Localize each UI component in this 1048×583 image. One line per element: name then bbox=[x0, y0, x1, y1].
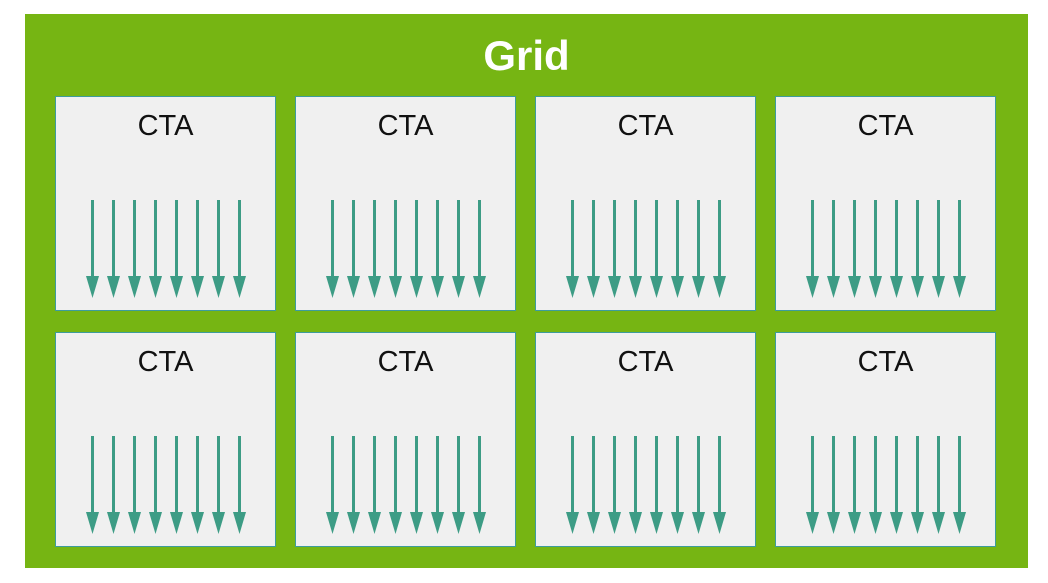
thread-down-arrow-icon bbox=[190, 436, 204, 534]
thread-down-arrow-icon bbox=[826, 200, 840, 298]
thread-arrow-group bbox=[776, 434, 995, 534]
thread-down-arrow-icon bbox=[868, 200, 882, 298]
thread-down-arrow-icon bbox=[910, 436, 924, 534]
thread-arrow-group bbox=[536, 434, 755, 534]
cta-block[interactable]: CTA bbox=[775, 96, 996, 311]
thread-down-arrow-icon bbox=[889, 436, 903, 534]
thread-down-arrow-icon bbox=[952, 200, 966, 298]
thread-down-arrow-icon bbox=[346, 200, 360, 298]
thread-down-arrow-icon bbox=[889, 200, 903, 298]
thread-down-arrow-icon bbox=[169, 436, 183, 534]
cta-block[interactable]: CTA bbox=[295, 96, 516, 311]
thread-down-arrow-icon bbox=[910, 200, 924, 298]
thread-arrow-group bbox=[536, 198, 755, 298]
thread-down-arrow-icon bbox=[127, 200, 141, 298]
thread-down-arrow-icon bbox=[628, 200, 642, 298]
thread-down-arrow-icon bbox=[712, 436, 726, 534]
cta-block[interactable]: CTA bbox=[55, 332, 276, 547]
thread-down-arrow-icon bbox=[565, 436, 579, 534]
cta-row-bottom: CTA CTA CTA CTA bbox=[55, 332, 996, 547]
thread-down-arrow-icon bbox=[607, 200, 621, 298]
thread-down-arrow-icon bbox=[712, 200, 726, 298]
thread-down-arrow-icon bbox=[472, 200, 486, 298]
thread-down-arrow-icon bbox=[649, 200, 663, 298]
thread-arrow-group bbox=[296, 434, 515, 534]
thread-down-arrow-icon bbox=[409, 436, 423, 534]
grid-panel: Grid CTA CTA CTA CTA CTA CTA CTA CTA bbox=[25, 14, 1028, 568]
thread-down-arrow-icon bbox=[952, 436, 966, 534]
thread-down-arrow-icon bbox=[451, 200, 465, 298]
thread-down-arrow-icon bbox=[106, 200, 120, 298]
thread-down-arrow-icon bbox=[211, 200, 225, 298]
thread-down-arrow-icon bbox=[388, 436, 402, 534]
cta-block-label: CTA bbox=[857, 110, 914, 142]
thread-down-arrow-icon bbox=[148, 200, 162, 298]
cta-block[interactable]: CTA bbox=[295, 332, 516, 547]
cta-block[interactable]: CTA bbox=[535, 332, 756, 547]
thread-down-arrow-icon bbox=[85, 436, 99, 534]
thread-down-arrow-icon bbox=[565, 200, 579, 298]
thread-down-arrow-icon bbox=[847, 436, 861, 534]
thread-down-arrow-icon bbox=[346, 436, 360, 534]
cta-block-label: CTA bbox=[377, 346, 434, 378]
thread-down-arrow-icon bbox=[847, 200, 861, 298]
thread-down-arrow-icon bbox=[367, 436, 381, 534]
cta-block-label: CTA bbox=[137, 110, 194, 142]
thread-down-arrow-icon bbox=[190, 200, 204, 298]
thread-down-arrow-icon bbox=[931, 436, 945, 534]
thread-arrow-group bbox=[56, 198, 275, 298]
thread-down-arrow-icon bbox=[127, 436, 141, 534]
thread-arrow-group bbox=[56, 434, 275, 534]
thread-down-arrow-icon bbox=[409, 200, 423, 298]
thread-down-arrow-icon bbox=[325, 200, 339, 298]
thread-down-arrow-icon bbox=[232, 436, 246, 534]
thread-down-arrow-icon bbox=[691, 436, 705, 534]
thread-down-arrow-icon bbox=[367, 200, 381, 298]
thread-down-arrow-icon bbox=[430, 436, 444, 534]
cta-row-top: CTA CTA CTA CTA bbox=[55, 96, 996, 311]
thread-down-arrow-icon bbox=[325, 436, 339, 534]
cta-block-label: CTA bbox=[857, 346, 914, 378]
thread-down-arrow-icon bbox=[607, 436, 621, 534]
thread-down-arrow-icon bbox=[472, 436, 486, 534]
thread-arrow-group bbox=[776, 198, 995, 298]
thread-down-arrow-icon bbox=[826, 436, 840, 534]
thread-down-arrow-icon bbox=[691, 200, 705, 298]
thread-down-arrow-icon bbox=[169, 200, 183, 298]
thread-down-arrow-icon bbox=[232, 200, 246, 298]
thread-down-arrow-icon bbox=[649, 436, 663, 534]
thread-down-arrow-icon bbox=[106, 436, 120, 534]
thread-down-arrow-icon bbox=[628, 436, 642, 534]
thread-down-arrow-icon bbox=[85, 200, 99, 298]
grid-title: Grid bbox=[483, 32, 570, 79]
thread-down-arrow-icon bbox=[211, 436, 225, 534]
thread-down-arrow-icon bbox=[148, 436, 162, 534]
thread-down-arrow-icon bbox=[670, 436, 684, 534]
thread-down-arrow-icon bbox=[451, 436, 465, 534]
thread-down-arrow-icon bbox=[868, 436, 882, 534]
thread-down-arrow-icon bbox=[931, 200, 945, 298]
cta-block[interactable]: CTA bbox=[535, 96, 756, 311]
cta-block[interactable]: CTA bbox=[55, 96, 276, 311]
thread-down-arrow-icon bbox=[805, 436, 819, 534]
thread-down-arrow-icon bbox=[388, 200, 402, 298]
thread-down-arrow-icon bbox=[805, 200, 819, 298]
cta-block-label: CTA bbox=[617, 110, 674, 142]
thread-down-arrow-icon bbox=[670, 200, 684, 298]
cta-block-label: CTA bbox=[617, 346, 674, 378]
cta-block-label: CTA bbox=[137, 346, 194, 378]
thread-down-arrow-icon bbox=[586, 436, 600, 534]
cta-block[interactable]: CTA bbox=[775, 332, 996, 547]
cta-block-label: CTA bbox=[377, 110, 434, 142]
thread-arrow-group bbox=[296, 198, 515, 298]
thread-down-arrow-icon bbox=[430, 200, 444, 298]
thread-down-arrow-icon bbox=[586, 200, 600, 298]
